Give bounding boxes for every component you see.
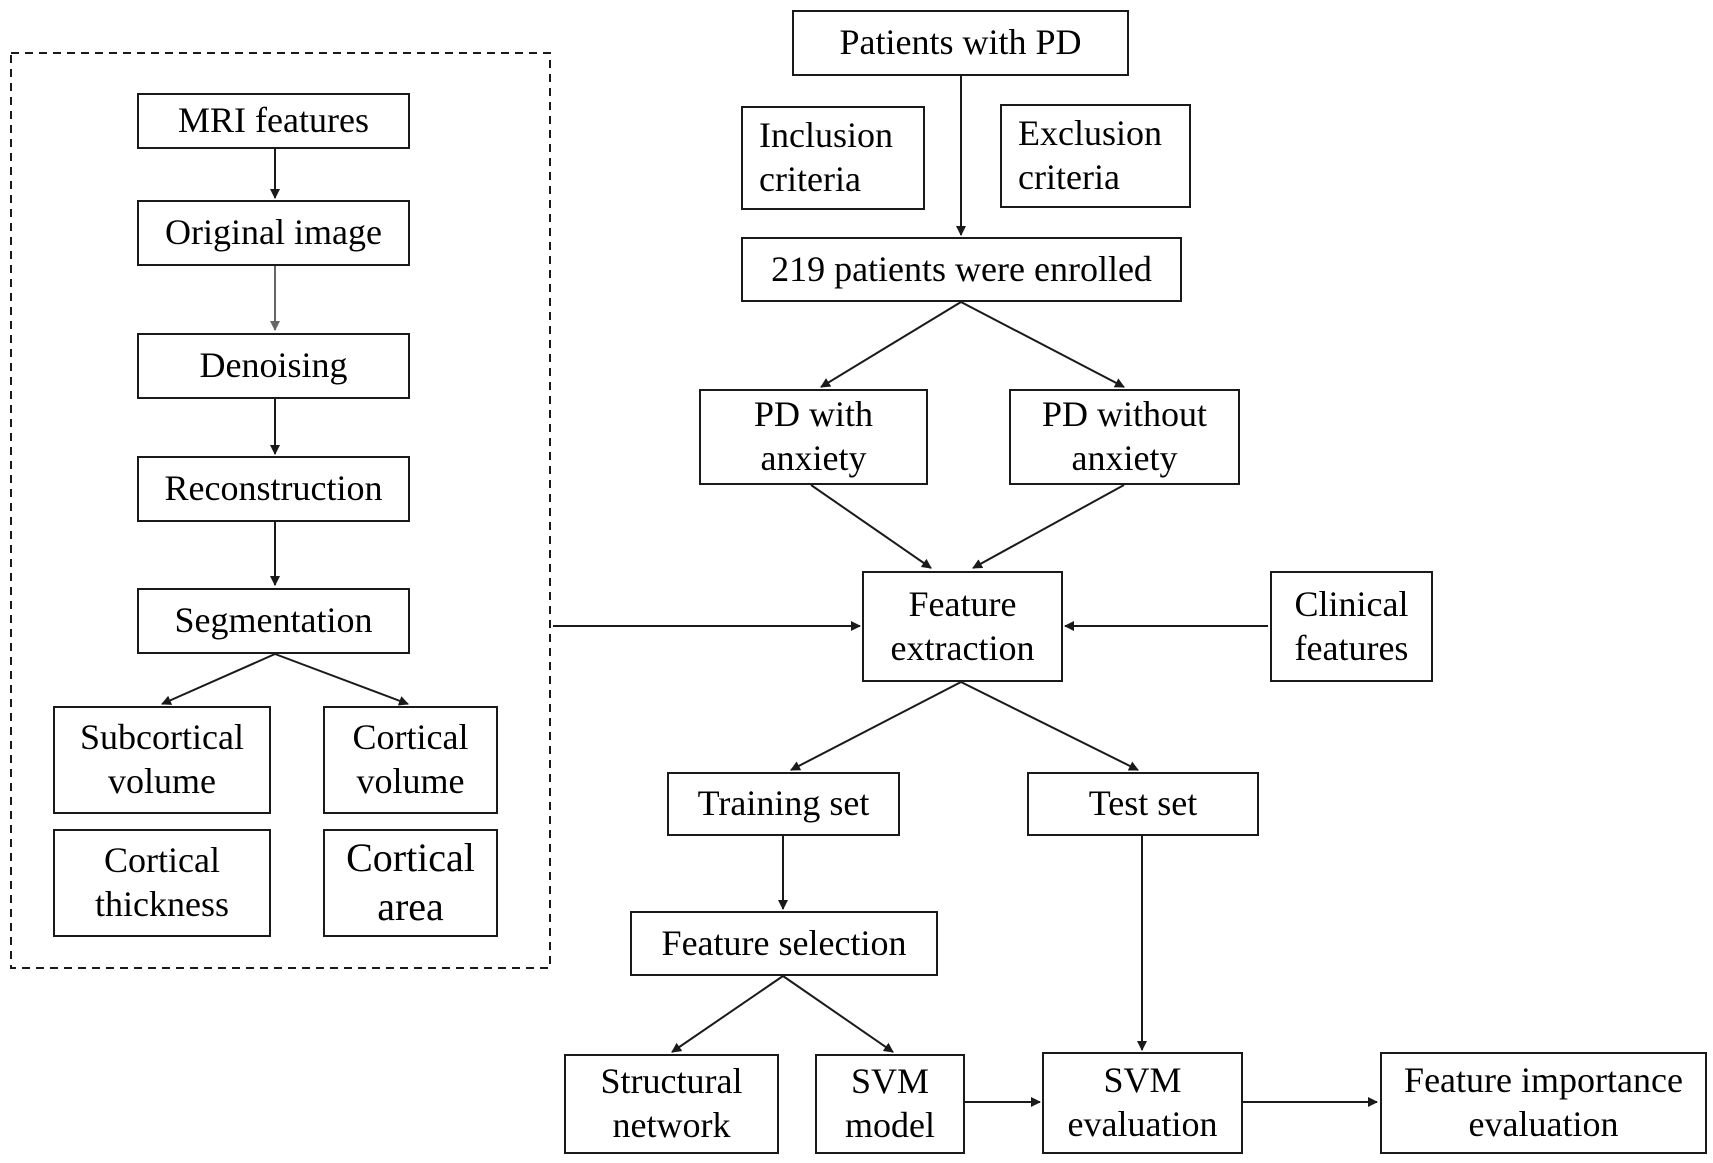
- arrow-extraction-to-training: [790, 681, 962, 771]
- structural-network-box: Structural network: [564, 1054, 779, 1154]
- original-image-box: Original image: [137, 200, 410, 266]
- mri-features-label: MRI features: [178, 100, 369, 141]
- inclusion-criteria-box: Inclusion criteria: [741, 106, 925, 210]
- cortical-volume-label: Cortical volume: [352, 717, 469, 801]
- enrolled-box: 219 patients were enrolled: [741, 237, 1182, 302]
- structural-network-label: Structural network: [600, 1061, 743, 1145]
- original-image-label: Original image: [165, 212, 382, 253]
- test-set-box: Test set: [1027, 772, 1259, 836]
- clinical-features-label: Clinical features: [1294, 583, 1409, 668]
- patients-with-pd-box: Patients with PD: [792, 10, 1129, 76]
- arrow-selection-to-svm-model: [782, 975, 894, 1053]
- feature-extraction-box: Feature extraction: [862, 571, 1063, 682]
- inclusion-criteria-label: Inclusion criteria: [759, 115, 893, 199]
- cortical-thickness-label: Cortical thickness: [95, 840, 229, 924]
- arrow-enrolled-to-without-anxiety: [960, 301, 1125, 388]
- svm-model-box: SVM model: [815, 1054, 965, 1154]
- svm-evaluation-box: SVM evaluation: [1042, 1052, 1243, 1154]
- denoising-box: Denoising: [137, 333, 410, 399]
- arrow-extraction-to-test: [960, 681, 1139, 771]
- mri-pipeline-group: [10, 52, 551, 969]
- test-set-label: Test set: [1088, 783, 1198, 824]
- segmentation-box: Segmentation: [137, 588, 410, 654]
- mri-features-box: MRI features: [137, 93, 410, 149]
- arrow-segmentation-to-cortical-volume: [274, 653, 409, 706]
- arrow-with-anxiety-to-extraction: [810, 484, 932, 569]
- enrolled-label: 219 patients were enrolled: [771, 248, 1152, 289]
- training-set-box: Training set: [667, 772, 900, 836]
- cortical-area-label: Cortical area: [346, 835, 475, 929]
- pd-without-anxiety-label: PD without anxiety: [1041, 394, 1208, 478]
- reconstruction-box: Reconstruction: [137, 456, 410, 522]
- clinical-features-box: Clinical features: [1270, 571, 1433, 682]
- pd-without-anxiety-box: PD without anxiety: [1009, 389, 1240, 485]
- exclusion-criteria-label: Exclusion criteria: [1018, 113, 1162, 197]
- arrow-enrolled-to-with-anxiety: [820, 301, 962, 388]
- reconstruction-label: Reconstruction: [164, 468, 383, 509]
- arrow-selection-to-structural: [671, 975, 784, 1053]
- subcortical-volume-box: Subcortical volume: [53, 706, 271, 814]
- arrow-without-anxiety-to-extraction: [972, 484, 1125, 569]
- svm-model-label: SVM model: [845, 1061, 935, 1145]
- exclusion-criteria-box: Exclusion criteria: [1000, 104, 1191, 208]
- denoising-label: Denoising: [199, 345, 348, 386]
- feature-selection-box: Feature selection: [630, 911, 938, 976]
- cortical-thickness-box: Cortical thickness: [53, 829, 271, 937]
- training-set-label: Training set: [697, 783, 870, 824]
- feature-selection-label: Feature selection: [661, 922, 907, 963]
- patients-with-pd-label: Patients with PD: [839, 22, 1082, 63]
- feature-importance-box: Feature importance evaluation: [1380, 1052, 1707, 1154]
- svm-evaluation-label: SVM evaluation: [1067, 1060, 1218, 1144]
- cortical-area-box: Cortical area: [323, 829, 498, 937]
- pd-with-anxiety-box: PD with anxiety: [699, 389, 928, 485]
- arrow-segmentation-to-subcortical: [161, 653, 276, 705]
- cortical-volume-box: Cortical volume: [323, 706, 498, 814]
- segmentation-label: Segmentation: [174, 600, 373, 641]
- feature-importance-label: Feature importance evaluation: [1404, 1060, 1683, 1144]
- subcortical-volume-label: Subcortical volume: [80, 717, 244, 801]
- feature-extraction-label: Feature extraction: [890, 583, 1035, 668]
- pd-with-anxiety-label: PD with anxiety: [753, 394, 874, 478]
